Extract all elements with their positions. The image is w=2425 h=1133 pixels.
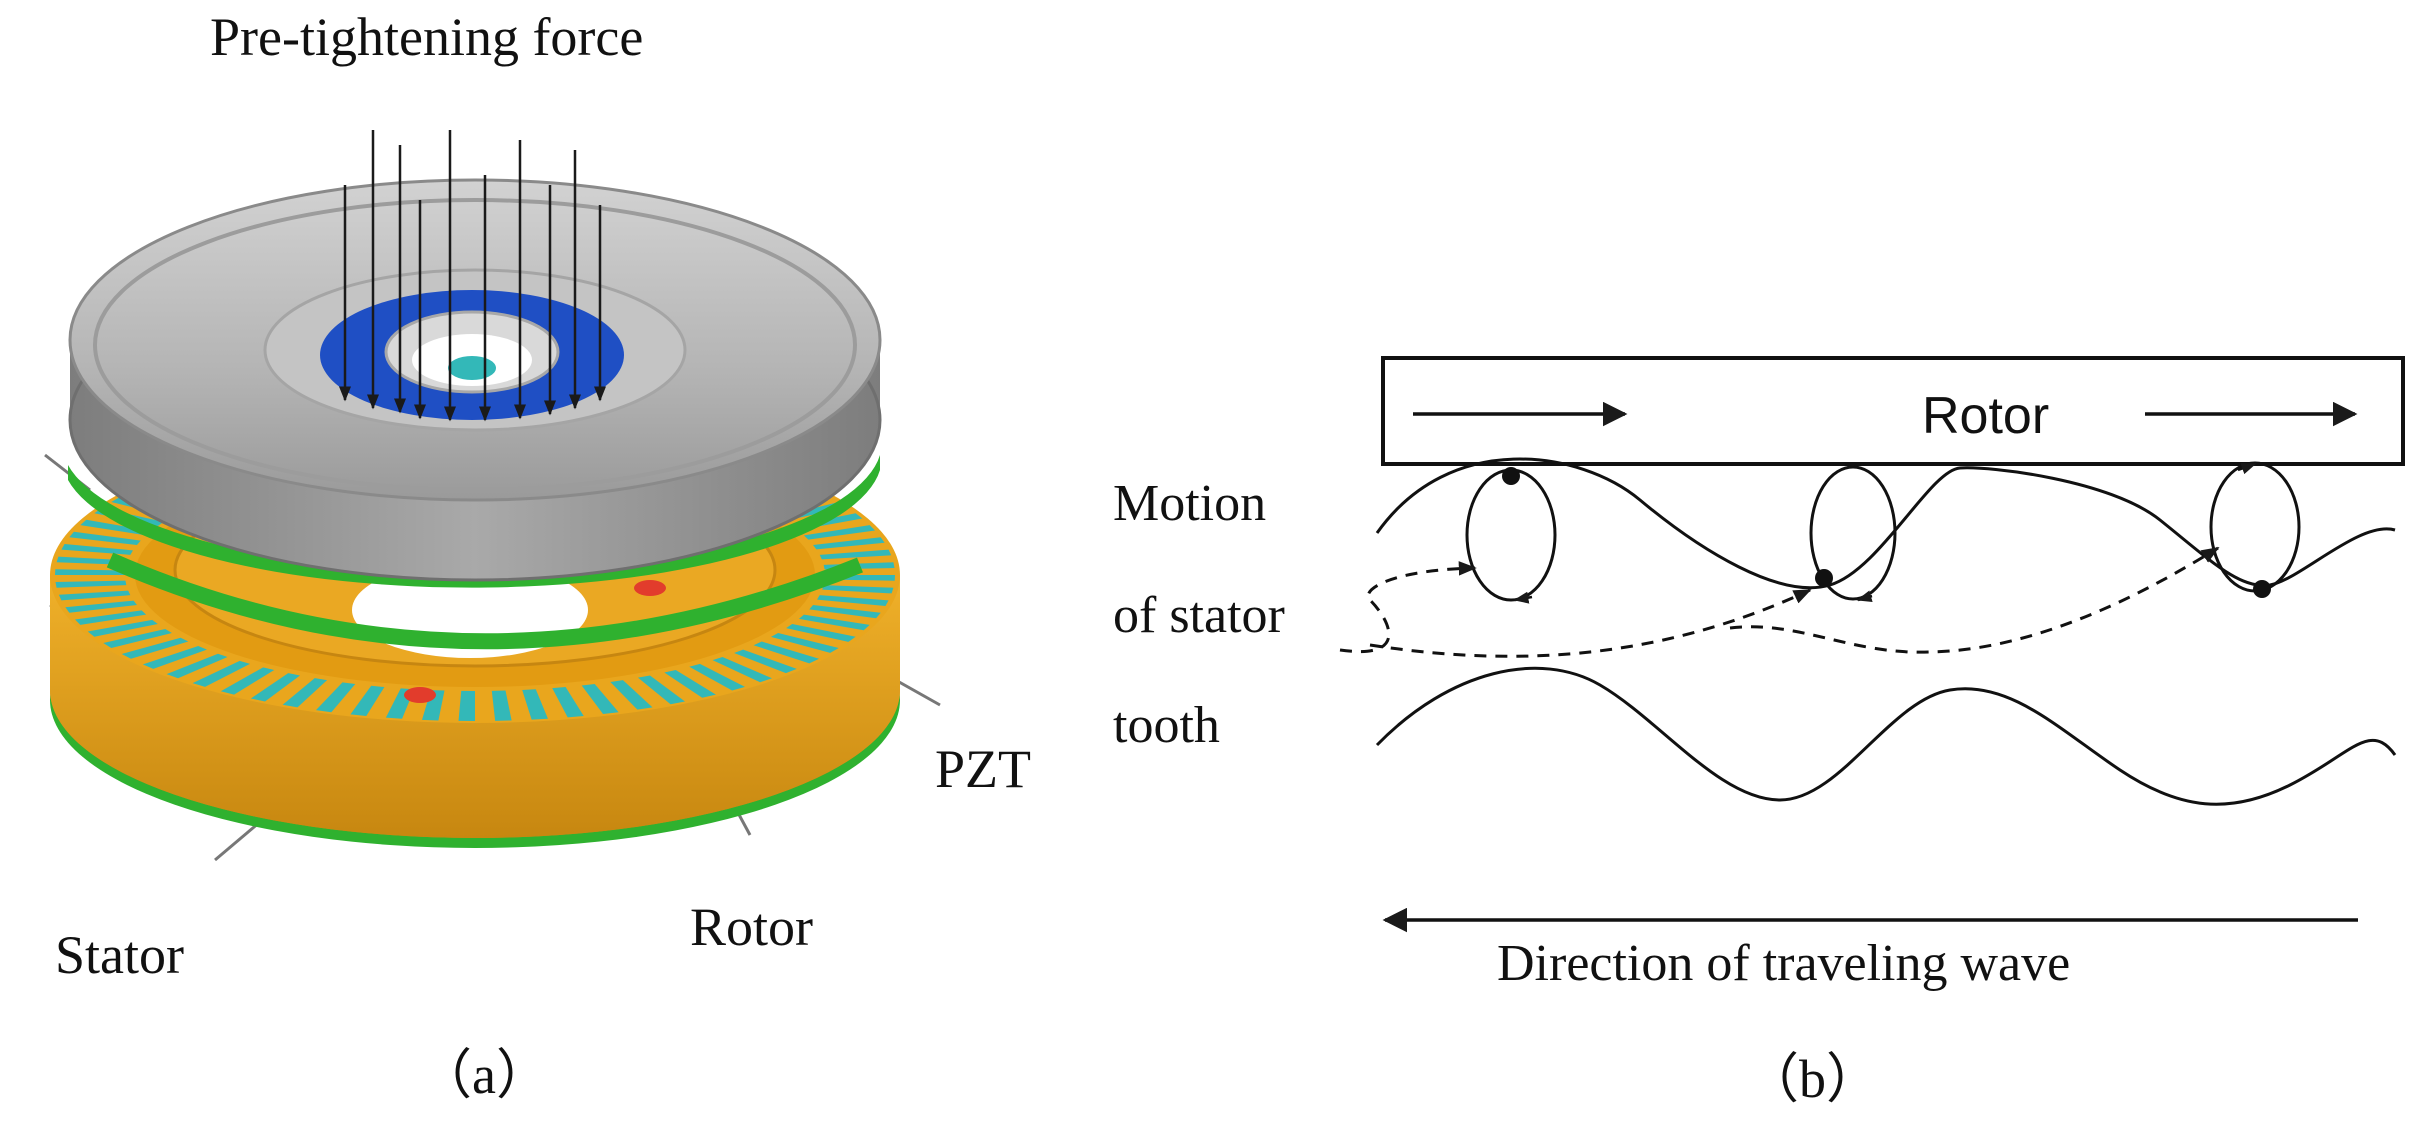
contact-point-3 (2253, 580, 2271, 598)
stator-label: Stator (55, 925, 184, 985)
stator-tooth-gap (689, 663, 745, 691)
stator-tooth-gap (55, 580, 127, 588)
stator-tooth-gap (803, 525, 876, 540)
ellipse-2-arrow (1856, 590, 1873, 603)
stator-tooth-gap (220, 667, 275, 695)
pzt-label: PZT (935, 739, 1032, 799)
motion-label-line3: tooth (1113, 697, 1220, 754)
stator-tooth-gap (121, 637, 189, 659)
stator-tooth-gap (58, 590, 131, 601)
stator-tooth-gap (55, 569, 126, 575)
stator-base-wave-bottom (1375, 666, 2397, 806)
stator-tooth-gap (822, 585, 894, 594)
stator-tooth-gap (65, 600, 137, 613)
stator-tooth-gap (771, 633, 839, 653)
stator-tooth-gap (250, 673, 300, 702)
stator-tooth-gap (817, 595, 889, 606)
stator-tooth-gap (664, 670, 716, 698)
stator-tooth-gap (610, 680, 653, 710)
stator-tooth-gap (753, 641, 820, 664)
rotor-bar (1381, 356, 2405, 466)
motion-label-line1: Motion (1113, 475, 1267, 532)
stator-tooth-gap (522, 689, 548, 720)
pretightening-force-label: Pre-tightening force (210, 7, 644, 67)
ellipse-1-arrow (1513, 591, 1533, 604)
stator-surface-wave-top (1375, 457, 2396, 590)
red-mark-2 (404, 687, 436, 703)
stator-tooth-gap (282, 678, 328, 708)
contact-point-2 (1815, 569, 1833, 587)
stator-tooth-gap (142, 646, 207, 669)
motion-callout-dashed-3 (1729, 546, 2220, 654)
stator-tooth-gap (192, 660, 251, 687)
motion-callout-dashed (1339, 561, 1477, 653)
stator-tooth-gap (350, 685, 385, 717)
rotor-top-rim-inner (93, 198, 857, 492)
pzt-ring-lower (106, 552, 863, 650)
stator-tooth-gap (798, 614, 870, 631)
ellipse-3-arrow (2237, 462, 2257, 475)
caption-a: （a） (418, 1045, 550, 1105)
caption-b: （b） (1745, 1049, 1880, 1109)
pretightening-force-arrows (339, 130, 606, 422)
motion-callout-dashed-2 (1369, 588, 1812, 658)
stator-tooth-gap (166, 653, 228, 679)
stator-tooth-gap (786, 624, 856, 642)
shaft-top (448, 356, 496, 380)
stator-tooth-gap (637, 675, 685, 705)
stator-tooth-gap (87, 619, 158, 637)
tooth-motion-ellipse-1 (1465, 468, 1557, 602)
traveling-wave-label: Direction of traveling wave (1497, 935, 2071, 992)
stator-tooth-gap (80, 519, 152, 536)
stator-tooth-gap (813, 537, 885, 550)
stator-tooth-gap (61, 544, 133, 555)
stator-tooth-gap (458, 690, 475, 721)
red-mark-1 (634, 580, 666, 596)
stator-tooth-gap (421, 690, 445, 721)
panel-a-model (44, 130, 941, 862)
stator-tooth-gap (74, 610, 147, 625)
stator-tooth-gap (103, 629, 172, 648)
stator-tooth-gap (69, 531, 141, 545)
contact-point-1 (1502, 467, 1520, 485)
motion-label-line2: of stator (1113, 587, 1285, 644)
stator-tooth-gap (734, 649, 797, 674)
stator-tooth-gap (315, 682, 356, 713)
stator-tooth-gap (491, 690, 512, 721)
stator-tooth-gap (552, 687, 584, 718)
rotor-label-panel-b: Rotor (1922, 387, 2050, 445)
rotor-label-panel-a: Rotor (690, 897, 814, 957)
stator-tooth-gap (581, 684, 619, 715)
stator-tooth-gap (819, 549, 892, 560)
stator-tooth-gap (809, 605, 881, 619)
tooth-motion-ellipse-3 (2209, 461, 2301, 593)
panel-b-schematic (1339, 356, 2405, 933)
stator-tooth-gap (712, 657, 772, 683)
tooth-motion-ellipse-2 (1809, 465, 1897, 601)
